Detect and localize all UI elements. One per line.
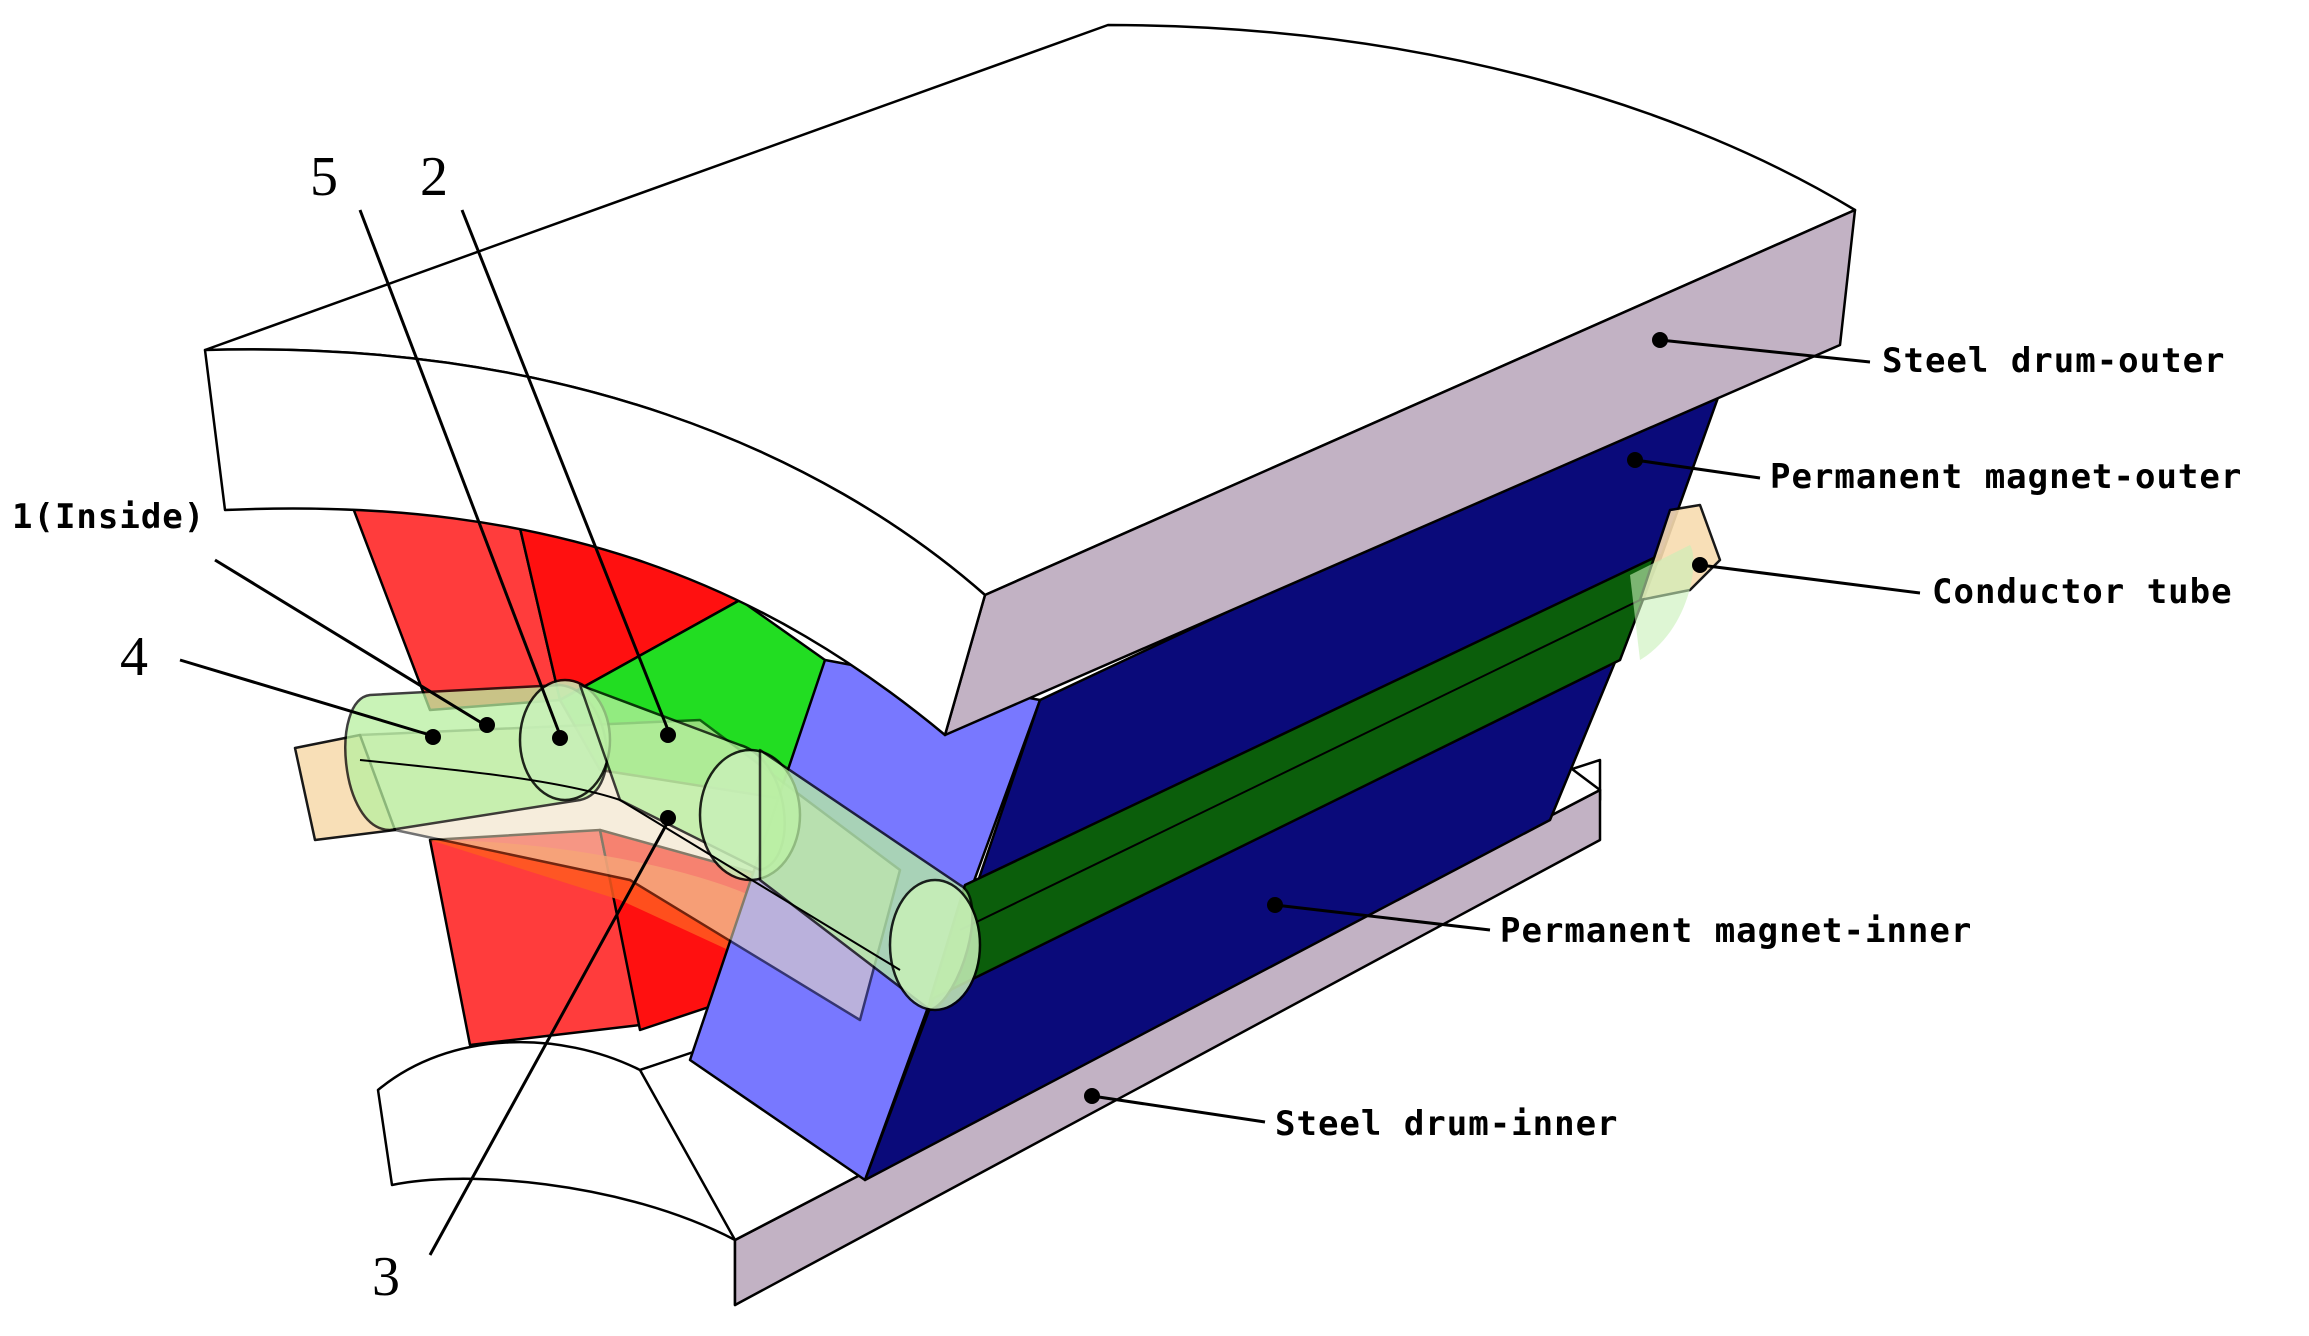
dot-1 — [479, 717, 495, 733]
numbered-callouts: 5 2 1(Inside) 4 3 — [12, 146, 676, 1308]
leader-conductor-tube — [1699, 563, 1921, 595]
fluid-centerline — [359, 759, 901, 971]
leader-pm-outer — [1634, 458, 1761, 480]
leader-steel-inner — [1091, 1094, 1266, 1124]
dot-2 — [660, 727, 676, 743]
stripe-highlight-line — [959, 599, 1641, 931]
label-conductor-tube: Conductor tube — [1932, 572, 2233, 612]
dot-4 — [425, 729, 441, 745]
dot-pm-outer — [1627, 452, 1643, 468]
label-4: 4 — [120, 626, 148, 688]
label-3: 3 — [372, 1246, 400, 1308]
dark-blue-magnets — [863, 376, 1727, 1182]
label-permanent-magnet-inner: Permanent magnet-inner — [1500, 911, 1972, 951]
dot-3 — [660, 810, 676, 826]
leader-steel-outer — [1659, 338, 1871, 364]
label-1-inside: 1(Inside) — [12, 497, 205, 537]
label-2: 2 — [420, 146, 448, 208]
label-permanent-magnet-outer: Permanent magnet-outer — [1770, 457, 2242, 497]
leader-2 — [460, 209, 672, 736]
leader-3 — [428, 817, 672, 1256]
dot-steel-outer — [1652, 332, 1668, 348]
leader-pm-inner — [1274, 903, 1491, 932]
leader-4 — [179, 658, 431, 737]
label-steel-drum-inner: Steel drum-inner — [1275, 1104, 1619, 1144]
fluid-right-ellipse — [888, 878, 982, 1012]
dot-conductor-tube — [1692, 557, 1708, 573]
dot-steel-inner — [1084, 1088, 1100, 1104]
leader-5 — [358, 209, 562, 736]
leader-1 — [214, 558, 486, 727]
label-5: 5 — [310, 146, 338, 208]
fluid-tube-right-extension — [1630, 545, 1694, 660]
component-callouts: Steel drum-outer Permanent magnet-outer … — [1084, 332, 2242, 1144]
label-steel-drum-outer: Steel drum-outer — [1882, 341, 2226, 381]
dot-pm-inner — [1267, 897, 1283, 913]
dot-5 — [552, 730, 568, 746]
